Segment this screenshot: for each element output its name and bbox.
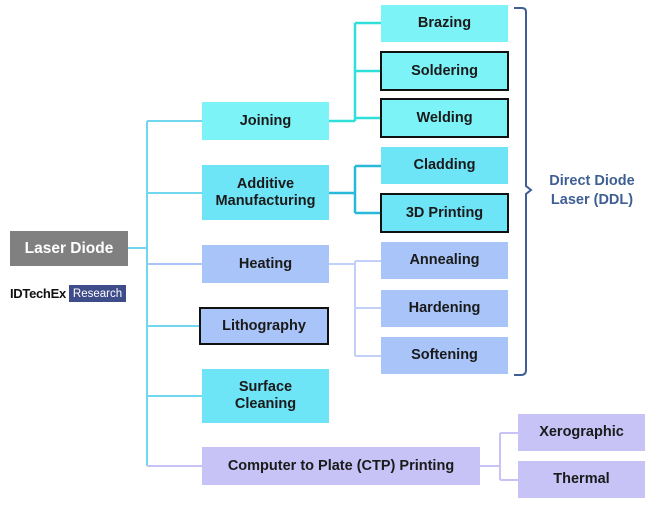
hardening-node: Hardening <box>381 290 508 327</box>
3d-printing-node: 3D Printing <box>380 193 509 233</box>
brazing-node: Brazing <box>381 5 508 42</box>
heating-node: Heating <box>202 245 329 283</box>
ddl-bracket <box>514 7 533 376</box>
idtechex-logo: IDTechEx Research <box>10 284 127 303</box>
annealing-node: Annealing <box>381 242 508 279</box>
softening-node: Softening <box>381 337 508 374</box>
logo-name: IDTechEx <box>10 286 66 301</box>
ddl-bracket-label: Direct Diode Laser (DDL) <box>549 173 635 208</box>
soldering-node: Soldering <box>380 51 509 91</box>
welding-node: Welding <box>380 98 509 138</box>
logo-research-tag: Research <box>68 285 127 302</box>
thermal-node: Thermal <box>518 461 645 498</box>
xerographic-node: Xerographic <box>518 414 645 451</box>
joining-node: Joining <box>202 102 329 140</box>
ctp-printing-node: Computer to Plate (CTP) Printing <box>202 447 480 485</box>
additive-manufacturing-node: Additive Manufacturing <box>202 165 329 220</box>
laser-diode-node: Laser Diode <box>10 231 128 266</box>
lithography-node: Lithography <box>199 307 329 345</box>
cladding-node: Cladding <box>381 147 508 184</box>
surface-cleaning-node: Surface Cleaning <box>202 369 329 423</box>
